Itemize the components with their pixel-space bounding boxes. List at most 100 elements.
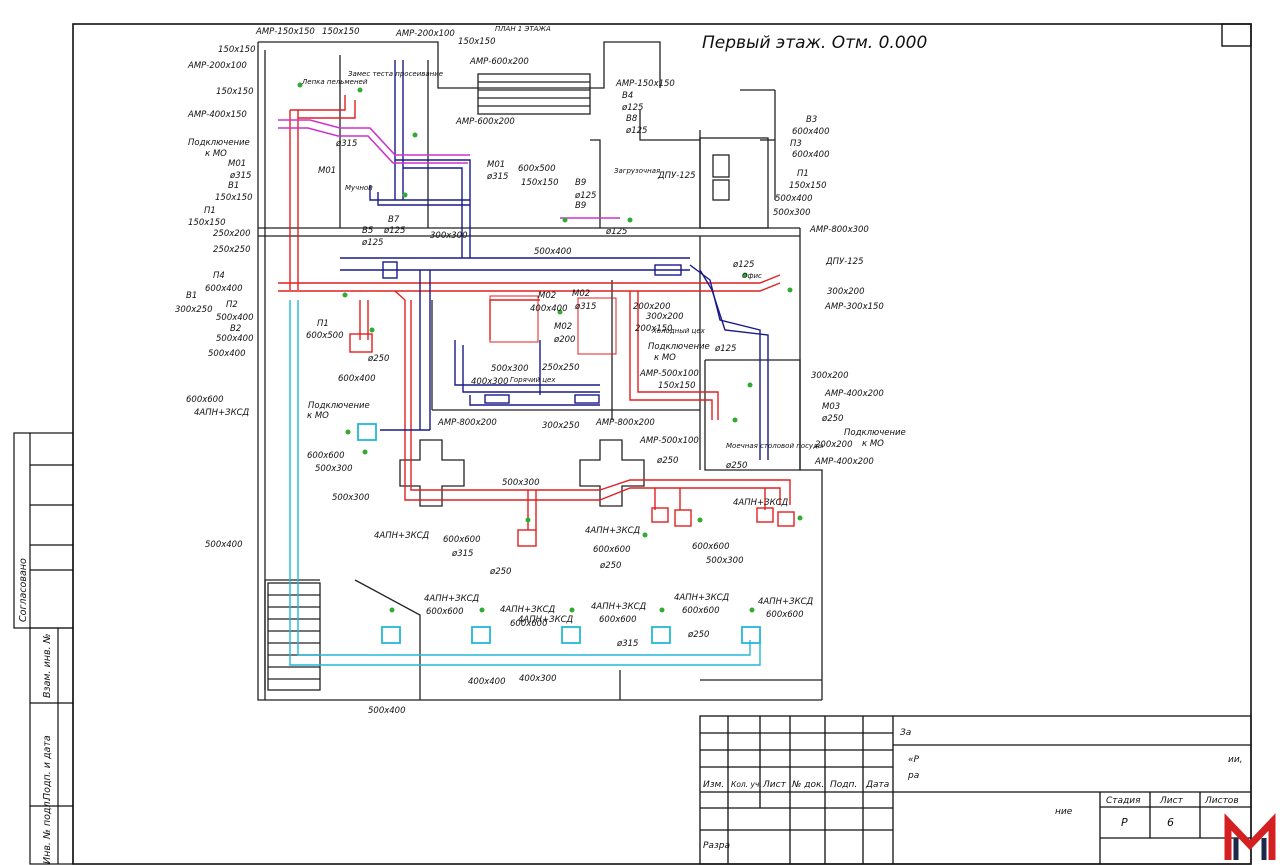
dimension-label: 150х150 (188, 218, 225, 228)
dimension-label: 150х150 (658, 381, 695, 391)
dimension-label: 400х400 (468, 677, 505, 687)
dimension-label: ø125 (605, 227, 627, 237)
dimension-label: АМР-600х200 (455, 117, 515, 127)
dimension-label: 400х300 (519, 674, 556, 684)
dimension-label: 600х500 (518, 164, 555, 174)
dimension-label: ø250 (687, 630, 709, 640)
dimension-label: ø125 (361, 238, 383, 248)
dimension-label: 150х150 (218, 45, 255, 55)
dimension-label: АМР-500х100 (639, 369, 699, 379)
dimension-label: В5 (362, 226, 373, 236)
room-name: Лепка пельменей (301, 78, 368, 86)
supply-ducts (278, 95, 791, 530)
room-name: Мучной (345, 184, 373, 192)
dimension-label: 4АПН+ЗКСД (733, 498, 789, 508)
side-inv-swap: Взам. инв. № (42, 633, 53, 698)
tb-dev-label: Разра (703, 841, 730, 851)
dimension-label: 500х300 (332, 493, 369, 503)
dimension-label: к МО (654, 353, 676, 363)
dimension-label: 500х400 (216, 334, 253, 344)
air-flow-arrows (297, 82, 803, 613)
dimension-label: 200х150 (635, 324, 672, 334)
dimension-label: М03 (822, 402, 840, 412)
room-name: Холодный цех (651, 327, 706, 335)
tb-col-izm: Изм. (703, 780, 724, 790)
tb-top-fragment: За (900, 728, 911, 738)
tb-stage-label: Стадия (1106, 796, 1141, 806)
dimension-label: 600х600 (307, 451, 344, 461)
tb-col-date: Дата (865, 780, 889, 790)
dimension-label: М01 (487, 160, 505, 170)
dimension-label: В7 (388, 215, 400, 225)
dimension-label: П2 (226, 300, 238, 310)
dimension-label: 400х400 (530, 304, 567, 314)
dimension-label: ДПУ-125 (825, 257, 864, 267)
dimension-label: Подключение (844, 428, 906, 438)
tb-project-right: ии, (1228, 755, 1243, 765)
dimension-label: АМР-150х150 (255, 27, 315, 37)
dimension-label: АМР-400х200 (824, 389, 884, 399)
room-name: Замес теста просеивание (348, 70, 443, 78)
m-logo-icon (1224, 813, 1276, 860)
dimension-label: АМР-300х150 (824, 302, 884, 312)
dimension-label: АМР-500х100 (639, 436, 699, 446)
dimension-label: 500х300 (773, 208, 810, 218)
side-sign-date: Подп. и дата (42, 735, 53, 800)
title-block (699, 715, 1252, 865)
room-name: Загрузочная (614, 167, 660, 175)
tb-sheet-value: 6 (1167, 816, 1174, 829)
dimension-label: 600х500 (306, 331, 343, 341)
dimension-label: 500х300 (706, 556, 743, 566)
room-name: Горячий цех (510, 376, 556, 384)
dimension-label: 200х200 (815, 440, 852, 450)
dimension-label: АМР-600х200 (469, 57, 529, 67)
dimension-label: 4АПН+ЗКСД (674, 593, 730, 603)
tb-sheets-label: Листов (1204, 796, 1239, 806)
dimension-label: 500х400 (208, 349, 245, 359)
dimension-label: 600х600 (766, 610, 803, 620)
dimension-label: М01 (228, 159, 246, 169)
dimension-label: П1 (204, 206, 216, 216)
dimension-label: 4АПН+ЗКСД (585, 526, 641, 536)
dimension-label: ø315 (229, 171, 251, 181)
tb-project-left2: ра (907, 771, 919, 781)
dimension-label: П1 (797, 169, 809, 179)
dimension-label: 600х600 (599, 615, 636, 625)
dimension-label: 4АПН+ЗКСД (194, 408, 250, 418)
dimension-label: 250х200 (213, 229, 250, 239)
dimension-label: П1 (317, 319, 329, 329)
dimension-label: 300х250 (175, 305, 212, 315)
dimension-label: ø200 (553, 335, 575, 345)
dimension-label: ø250 (599, 561, 621, 571)
dimension-label: В1 (228, 181, 239, 191)
dimension-label: 500х300 (491, 364, 528, 374)
dimension-label: 4АПН+ЗКСД (374, 531, 430, 541)
dimension-label: 600х400 (792, 150, 829, 160)
dimension-label: АМР-800х200 (437, 418, 497, 428)
dimension-label: ø250 (489, 567, 511, 577)
dimension-label: ДПУ-125 (657, 171, 696, 181)
dimension-label: 150х150 (216, 87, 253, 97)
dimension-label: 150х150 (215, 193, 252, 203)
side-stamp (13, 432, 74, 865)
room-name: Офис (742, 272, 762, 280)
dimension-label: М02 (554, 322, 572, 332)
diffusers (357, 423, 761, 644)
dimension-label: 200х200 (633, 302, 670, 312)
dimension-label: 4АПН+ЗКСД (424, 594, 480, 604)
dimension-label: 4АПН+ЗКСД (591, 602, 647, 612)
dimension-label: В3 (806, 115, 817, 125)
dimension-label: 600х600 (443, 535, 480, 545)
dimension-label: 300х200 (827, 287, 864, 297)
building-walls (257, 41, 823, 701)
dimension-label: 500х300 (502, 478, 539, 488)
dimension-label: АМР-200х100 (395, 29, 455, 39)
dimension-label: 150х150 (458, 37, 495, 47)
side-inv-orig: Инв. № подл. (42, 798, 53, 864)
dimension-label: Подключение (308, 401, 370, 411)
dimension-label: ø250 (656, 456, 678, 466)
dimension-label: 150х150 (789, 181, 826, 191)
tb-project-left: «Р (908, 755, 920, 765)
